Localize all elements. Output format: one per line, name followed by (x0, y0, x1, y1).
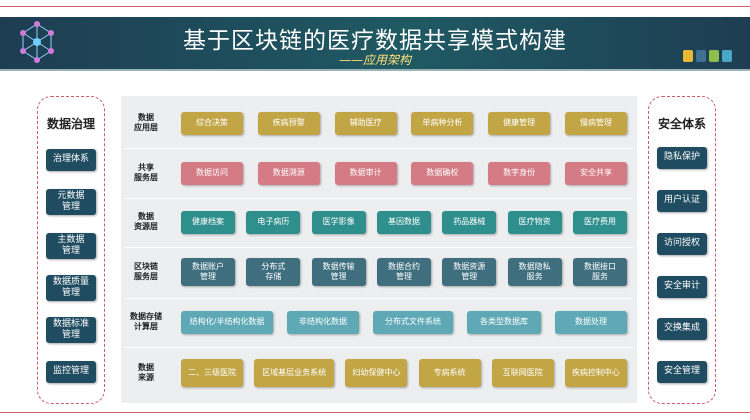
layer-divider (125, 148, 633, 149)
layer-item[interactable]: 数据处理 (555, 310, 627, 334)
security-item-4[interactable]: 安全审计 (657, 276, 707, 298)
layer-item[interactable]: 疾病预警 (257, 111, 320, 135)
security-item-5[interactable]: 交换集成 (657, 318, 707, 340)
layer-label: 数据 应用层 (134, 112, 158, 132)
square-cyan-icon (722, 50, 732, 62)
layer-item[interactable]: 专病系统 (418, 359, 481, 387)
layer-shared-service: 共享 服务层 数据访问 数据溯源 数据审计 数据确权 数字身份 安全共享 (121, 150, 637, 196)
layer-data-resource: 数据 资源层 健康档案 电子病历 医学影像 基因数据 药品器械 医疗物资 医疗费… (121, 199, 637, 245)
layer-item[interactable]: 数字身份 (488, 161, 551, 185)
security-system-title: 安全体系 (657, 117, 706, 131)
governance-item-1[interactable]: 治理体系 (46, 149, 96, 171)
bottom-divider-line (0, 412, 750, 413)
governance-item-6[interactable]: 监控管理 (46, 361, 96, 383)
layer-item[interactable]: 分布式文件系统 (373, 310, 453, 334)
security-item-3[interactable]: 访问授权 (657, 233, 707, 255)
top-divider-line (0, 6, 750, 7)
layer-item[interactable]: 二、三级医院 (181, 359, 243, 387)
layer-item[interactable]: 数据传输 管理 (311, 258, 366, 286)
layer-item[interactable]: 区域基层业务系统 (254, 359, 335, 387)
layer-item[interactable]: 妇幼保健中心 (345, 359, 408, 387)
data-governance-panel: 数据治理 治理体系 元数据 管理 主数据 管理 数据质量 管理 数据标准 管理 … (37, 96, 105, 404)
layer-item[interactable]: 数据访问 (181, 161, 243, 185)
layer-item[interactable]: 安全共享 (564, 161, 627, 185)
layer-divider (125, 247, 633, 248)
square-yellow-icon (683, 50, 693, 62)
square-green-icon (709, 50, 719, 62)
layer-item[interactable]: 数据审计 (334, 161, 397, 185)
square-blue-icon (696, 50, 706, 62)
layer-item[interactable]: 非结构化数据 (287, 310, 359, 334)
layer-item[interactable]: 结构化/半结构化数据 (181, 310, 273, 334)
layer-data-source: 数据 来源 二、三级医院 区域基层业务系统 妇幼保健中心 专病系统 互联网医院 … (121, 350, 637, 396)
governance-item-3[interactable]: 主数据 管理 (46, 233, 96, 259)
layer-item[interactable]: 电子病历 (246, 210, 301, 234)
layer-item[interactable]: 医学影像 (311, 210, 366, 234)
layer-item[interactable]: 各类型数据库 (467, 310, 541, 334)
governance-item-2[interactable]: 元数据 管理 (46, 189, 96, 215)
layer-item[interactable]: 健康档案 (181, 210, 235, 234)
layer-divider (125, 298, 633, 299)
layer-item[interactable]: 数据溯源 (257, 161, 320, 185)
security-item-2[interactable]: 用户认证 (657, 190, 707, 212)
layer-item[interactable]: 数据资源 管理 (442, 258, 497, 286)
layer-item[interactable]: 数据隐私 服务 (507, 258, 562, 286)
layer-item[interactable]: 医疗费用 (572, 210, 627, 234)
layer-label: 数据 来源 (138, 362, 154, 382)
page-title: 基于区块链的医疗数据共享模式构建 (183, 28, 567, 54)
layer-item[interactable]: 健康管理 (488, 111, 551, 135)
decorative-squares (680, 47, 732, 62)
data-governance-title: 数据治理 (46, 117, 95, 131)
layer-item[interactable]: 数据合约 管理 (376, 258, 431, 286)
security-item-1[interactable]: 隐私保护 (657, 147, 707, 169)
layer-item[interactable]: 数据接口 服务 (572, 258, 627, 286)
layer-item[interactable]: 数据确权 (411, 161, 474, 185)
layer-blockchain-service: 区块链 服务层 数据账户 管理 分布式 存储 数据传输 管理 数据合约 管理 数… (121, 249, 637, 295)
layer-label: 数据 资源层 (134, 211, 158, 231)
layer-label: 数据存储 计算层 (130, 311, 162, 331)
layer-label: 区块链 服务层 (134, 261, 158, 281)
layer-item[interactable]: 综合决策 (181, 111, 243, 135)
security-system-panel: 安全体系 隐私保护 用户认证 访问授权 安全审计 交换集成 安全管理 (648, 96, 716, 404)
network-logo-icon (20, 21, 54, 63)
layer-item[interactable]: 互联网医院 (491, 359, 554, 387)
architecture-layers: 数据 应用层 综合决策 疾病预警 辅助医疗 单病种分析 健康管理 慢病管理 共享… (121, 96, 637, 403)
layer-divider (125, 198, 633, 199)
layer-label: 共享 服务层 (134, 162, 158, 182)
layer-storage-compute: 数据存储 计算层 结构化/半结构化数据 非结构化数据 分布式文件系统 各类型数据… (121, 299, 637, 345)
layer-item[interactable]: 分布式 存储 (246, 258, 301, 286)
page-subtitle: ——应用架构 (338, 53, 411, 67)
layer-item[interactable]: 医疗物资 (507, 210, 562, 234)
layer-item[interactable]: 数据账户 管理 (181, 258, 235, 286)
layer-divider (125, 347, 633, 348)
governance-item-4[interactable]: 数据质量 管理 (46, 275, 96, 301)
governance-item-5[interactable]: 数据标准 管理 (46, 317, 96, 343)
layer-item[interactable]: 疾病控制中心 (564, 359, 627, 387)
security-item-6[interactable]: 安全管理 (657, 361, 707, 383)
layer-item[interactable]: 单病种分析 (411, 111, 474, 135)
layer-data-application: 数据 应用层 综合决策 疾病预警 辅助医疗 单病种分析 健康管理 慢病管理 (121, 100, 637, 146)
header-banner: 基于区块链的医疗数据共享模式构建 ——应用架构 (0, 15, 750, 71)
layer-item[interactable]: 基因数据 (376, 210, 431, 234)
layer-item[interactable]: 辅助医疗 (334, 111, 397, 135)
layer-item[interactable]: 药品器械 (442, 210, 497, 234)
layer-item[interactable]: 慢病管理 (564, 111, 627, 135)
